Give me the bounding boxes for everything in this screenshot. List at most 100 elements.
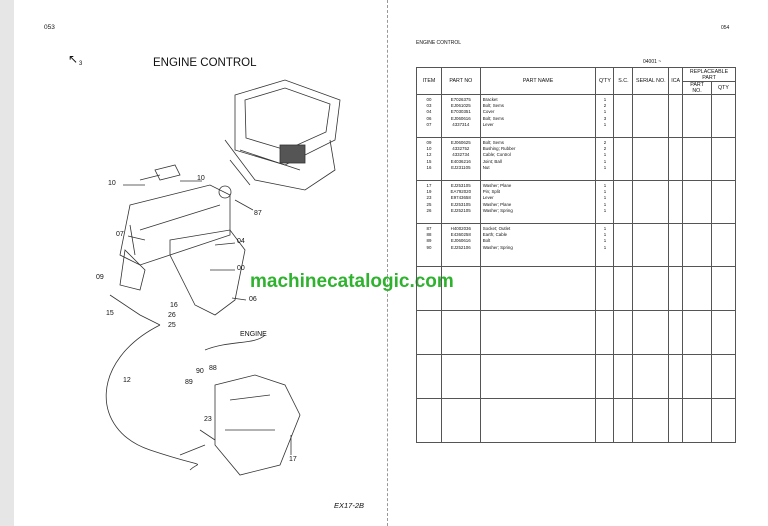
empty-cell bbox=[668, 94, 684, 138]
page-divider bbox=[387, 0, 388, 526]
part-name-cell-value: Pin; Split bbox=[482, 189, 501, 195]
diagram-title: ENGINE CONTROL bbox=[153, 57, 257, 69]
callout-label: 88 bbox=[209, 365, 217, 372]
empty-cell bbox=[632, 266, 670, 311]
part-name-cell-value: Lever bbox=[482, 195, 494, 201]
part-name-cell-value: Nut bbox=[482, 164, 490, 170]
empty-cell bbox=[682, 137, 712, 181]
header-sc: S.C. bbox=[613, 67, 634, 95]
callout-label: 00 bbox=[237, 265, 245, 272]
item-cell-value: 12 bbox=[426, 152, 432, 158]
header-ica: ICA bbox=[668, 67, 684, 95]
item-cell-value: 26 bbox=[426, 207, 432, 213]
item-cell-value: 87 bbox=[426, 226, 432, 231]
header-part-no: PART NO bbox=[440, 67, 481, 95]
part-name-cell-value: Cover bbox=[482, 109, 495, 115]
empty-cell bbox=[710, 137, 737, 181]
item-cell-value: 09 bbox=[426, 140, 432, 145]
qty-cell-value: 1 bbox=[603, 207, 607, 213]
empty-cell bbox=[710, 266, 737, 311]
item-cell-value: 16 bbox=[426, 164, 432, 170]
empty-cell bbox=[479, 266, 597, 311]
empty-cell bbox=[632, 223, 670, 267]
callout-label: 07 bbox=[116, 231, 124, 238]
empty-cell bbox=[710, 223, 737, 267]
part-name-cell-value: Bolt bbox=[482, 238, 491, 244]
qty-cell-value: 1 bbox=[603, 183, 607, 188]
part-name-cell-value: Bolt; Sems bbox=[482, 115, 504, 121]
part-no-cell-value: EJ060616 bbox=[450, 238, 471, 244]
empty-cell bbox=[682, 180, 712, 224]
empty-cell bbox=[595, 310, 615, 355]
qty-cell-value: 1 bbox=[603, 195, 607, 201]
empty-cell bbox=[613, 223, 634, 267]
empty-cell bbox=[710, 180, 737, 224]
item-cell-value: 04 bbox=[426, 109, 432, 115]
part-no-cell-value: E9743658 bbox=[450, 195, 471, 201]
empty-cell bbox=[710, 94, 737, 138]
empty-cell bbox=[668, 180, 684, 224]
empty-cell bbox=[668, 398, 684, 443]
empty-cell bbox=[668, 310, 684, 355]
qty-cell-value: 1 bbox=[603, 164, 607, 170]
qty-cell-value: 1 bbox=[603, 189, 607, 195]
empty-cell bbox=[668, 223, 684, 267]
part-name-cell-value: Bracket bbox=[482, 97, 498, 102]
engine-label: ENGINE bbox=[240, 331, 267, 338]
part-no-cell-value: EJ231105 bbox=[451, 164, 471, 170]
left-page-number: 053 bbox=[44, 24, 55, 31]
part-name-cell-value: Earth; Cable bbox=[482, 232, 508, 238]
item-cell-value: 88 bbox=[426, 232, 432, 238]
callout-number: 3 bbox=[79, 61, 83, 67]
item-cell-value: 19 bbox=[426, 189, 432, 195]
empty-cell bbox=[613, 266, 634, 311]
empty-cell bbox=[479, 310, 597, 355]
callout-label: 25 bbox=[168, 322, 176, 329]
qty-cell-value: 1 bbox=[603, 121, 607, 127]
parts-table: ITEM PART NO PART NAME Q'TY S.C. SERIAL … bbox=[416, 67, 737, 443]
part-no-cell-value: E7026375 bbox=[450, 97, 471, 102]
qty-cell-value: 1 bbox=[603, 226, 607, 231]
table-row-empty bbox=[416, 266, 737, 311]
part-no-cell-value: EJ061025 bbox=[450, 103, 471, 109]
header-part-name: PART NAME bbox=[479, 67, 597, 95]
empty-cell bbox=[613, 398, 634, 443]
qty-cell-value: 1 bbox=[603, 152, 607, 158]
part-no-cell-value: E4360258 bbox=[450, 232, 471, 238]
qty-cell-value: 1 bbox=[603, 201, 607, 207]
empty-cell bbox=[613, 310, 634, 355]
item-cell-value: 25 bbox=[426, 201, 432, 207]
empty-cell bbox=[682, 94, 712, 138]
empty-cell bbox=[479, 354, 597, 399]
qty-cell-value: 3 bbox=[603, 115, 607, 121]
part-no-cell-value: EJ060625 bbox=[450, 140, 471, 145]
engine-control-diagram bbox=[105, 79, 341, 476]
header-replaceable: REPLACEABLE PART bbox=[682, 67, 736, 82]
empty-cell bbox=[682, 354, 712, 399]
callout-label: 16 bbox=[170, 302, 178, 309]
item-cell-value: 23 bbox=[426, 195, 432, 201]
item-cell-value: 90 bbox=[426, 244, 432, 250]
empty-cell bbox=[416, 266, 442, 311]
part-no-cell-value: EJ252105 bbox=[450, 207, 471, 213]
empty-cell bbox=[632, 137, 670, 181]
page-margin bbox=[0, 0, 14, 526]
item-cell-value: 03 bbox=[426, 103, 432, 109]
empty-cell bbox=[710, 354, 737, 399]
callout-label: 89 bbox=[185, 379, 193, 386]
header-serial-no: SERIAL NO. bbox=[632, 67, 670, 95]
empty-cell bbox=[479, 398, 597, 443]
empty-cell bbox=[632, 398, 670, 443]
qty-cell-value: 2 bbox=[603, 140, 607, 145]
empty-cell bbox=[440, 354, 481, 399]
section-title: ENGINE CONTROL bbox=[416, 40, 462, 46]
empty-cell bbox=[632, 354, 670, 399]
